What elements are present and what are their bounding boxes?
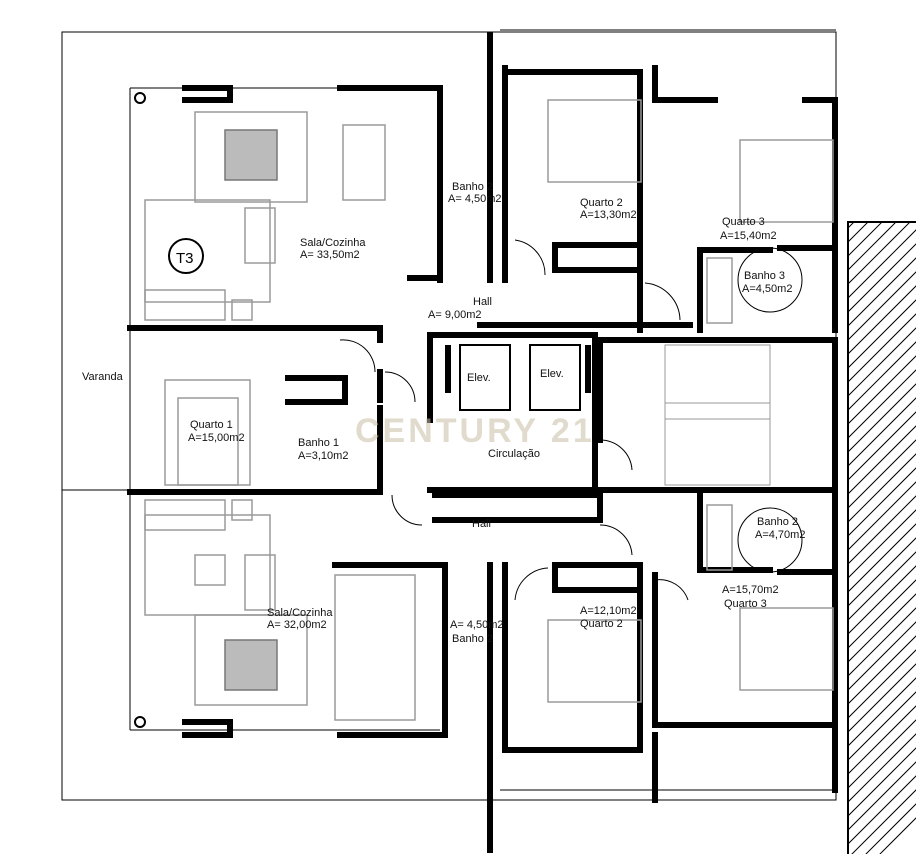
room-name: Banho 3: [744, 270, 785, 282]
room-name: Circulação: [488, 448, 540, 460]
unit-badge: [168, 238, 204, 274]
room-area: A=15,00m2: [188, 432, 245, 444]
room-area: A=15,70m2: [722, 584, 779, 596]
room-name: Sala/Cozinha: [300, 237, 366, 249]
room-name: Quarto 3: [724, 598, 767, 610]
room-name: Quarto 1: [190, 419, 233, 431]
doors: [339, 239, 803, 601]
room-name: Quarto 2: [580, 197, 623, 209]
room-area: A= 4,50m2: [448, 193, 502, 205]
room-area: A=3,10m2: [298, 450, 348, 462]
neighbour-hatch: [847, 221, 916, 854]
room-area: A=12,10m2: [580, 605, 637, 617]
room-name: Banho 2: [452, 181, 493, 193]
room-area: A=15,40m2: [720, 230, 777, 242]
room-area: A=4,70m2: [755, 529, 805, 541]
room-area: A= 32,00m2: [267, 619, 327, 631]
room-name: Banho 2: [757, 516, 798, 528]
room-name: Elev.: [467, 372, 491, 384]
watermark: CENTURY 21: [355, 412, 595, 450]
staircase: [664, 344, 771, 486]
room-name: Banho 1: [298, 437, 339, 449]
room-name: Quarto 2: [580, 618, 623, 630]
room-name: Sala/Cozinha: [267, 607, 333, 619]
room-name: Hall: [472, 518, 491, 530]
walls: [127, 32, 838, 853]
room-area: A=13,30m2: [580, 209, 637, 221]
unit-label: T3: [176, 250, 194, 267]
room-name: Quarto 3: [722, 216, 765, 228]
room-area: A= 9,00m2: [428, 309, 482, 321]
furniture: [144, 99, 834, 721]
room-name: Banho 2: [452, 633, 493, 645]
room-area: A= 4,50m2: [450, 619, 504, 631]
room-area: A=4,50m2: [742, 283, 792, 295]
room-area: A= 33,50m2: [300, 249, 360, 261]
room-name: Hall: [473, 296, 492, 308]
room-name: Elev.: [540, 368, 564, 380]
room-name: Varanda: [82, 371, 124, 383]
